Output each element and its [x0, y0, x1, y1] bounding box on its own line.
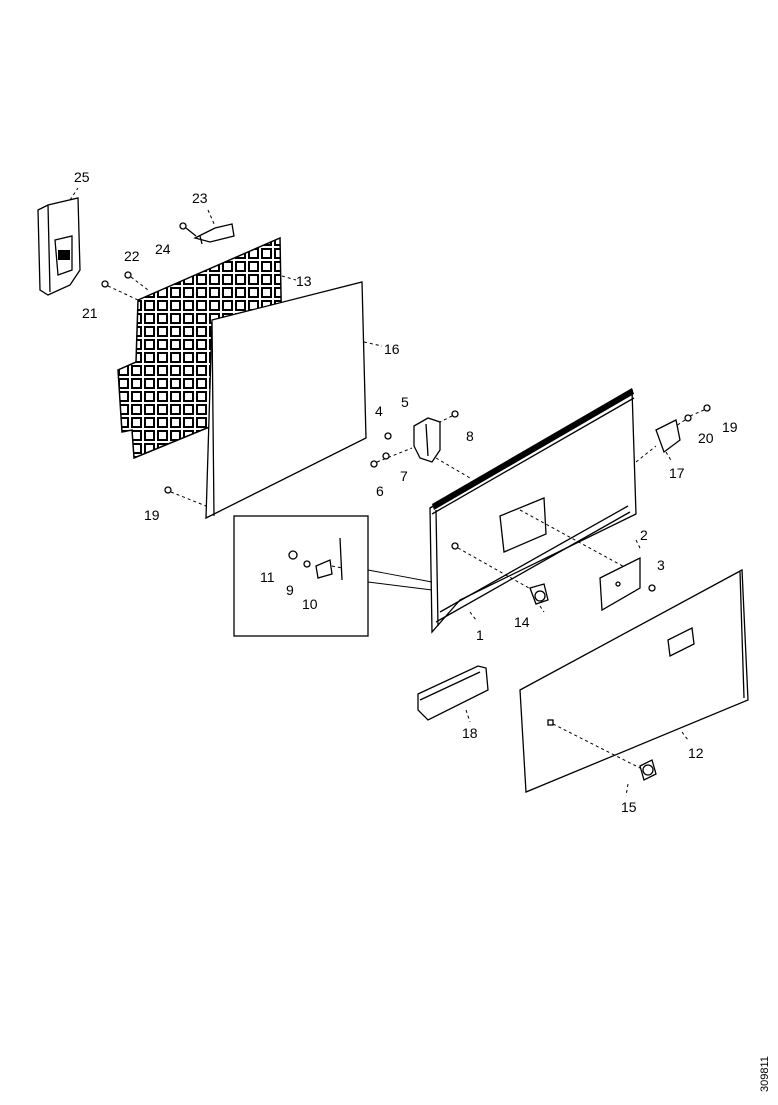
part-19-screw-right	[689, 404, 711, 417]
callout-20: 20	[698, 430, 714, 446]
part-6-screw	[370, 447, 413, 468]
callout-5: 5	[401, 394, 409, 410]
document-id: 309811	[759, 1056, 771, 1092]
callout-10: 10	[302, 596, 318, 612]
callout-19-left: 19	[144, 507, 160, 523]
part-1-door	[429, 388, 637, 634]
part-2-plate	[599, 556, 641, 612]
callout-labels: 1 2 3 4 5 6 7 8 9 10 11 12 13 14 15 16 1…	[74, 169, 738, 815]
part-21-screw	[101, 280, 139, 301]
callout-23: 23	[192, 190, 208, 206]
callout-11: 11	[260, 569, 275, 585]
callout-14: 14	[514, 614, 530, 630]
part-18-channel	[417, 665, 489, 721]
callout-9: 9	[286, 582, 294, 598]
part-5-hinge	[413, 417, 471, 479]
callout-15: 15	[621, 799, 637, 815]
part-19-screw-left	[164, 486, 207, 507]
callout-8: 8	[466, 428, 474, 444]
callout-13: 13	[296, 273, 312, 289]
callout-17: 17	[669, 465, 685, 481]
part-14-latch	[529, 583, 549, 605]
callout-24: 24	[155, 241, 171, 257]
callout-1: 1	[476, 627, 484, 643]
part-16-panel	[205, 281, 383, 520]
callout-16: 16	[384, 341, 400, 357]
leader-lines	[465, 451, 689, 797]
part-4-washer	[384, 432, 392, 440]
part-17-bracket	[635, 419, 681, 463]
callout-12: 12	[688, 745, 704, 761]
part-12-outer-panel	[519, 568, 749, 793]
callout-25: 25	[74, 169, 90, 185]
part-22-screw	[124, 271, 149, 291]
part-15-latch	[639, 759, 657, 781]
part-25-bracket	[37, 187, 81, 296]
callout-7: 7	[400, 468, 408, 484]
part-3-screw	[648, 584, 656, 592]
callout-18: 18	[462, 725, 478, 741]
callout-22: 22	[124, 248, 140, 264]
detail-inset	[233, 515, 433, 637]
part-20-screw	[675, 414, 692, 427]
callout-21: 21	[82, 305, 98, 321]
part-23-clip	[193, 209, 235, 245]
callout-19-right: 19	[722, 419, 738, 435]
callout-3: 3	[657, 557, 665, 573]
part-24-screw	[179, 222, 197, 237]
part-8-screw	[439, 410, 459, 423]
callout-6: 6	[376, 483, 384, 499]
callout-4: 4	[375, 403, 383, 419]
part-7-nut	[382, 452, 390, 460]
callout-2: 2	[640, 527, 648, 543]
